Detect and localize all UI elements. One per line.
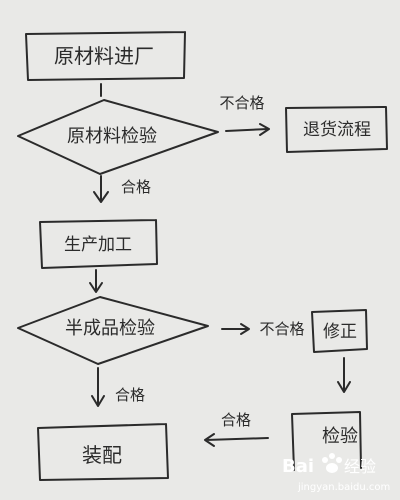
node-assembly: 装配 <box>37 423 169 481</box>
node-raw-material-in-label: 原材料进厂 <box>54 44 154 68</box>
node-production: 生产加工 <box>39 219 158 269</box>
edge-fail-semi-label: 不合格 <box>259 320 304 338</box>
node-raw-material-check-label: 原材料检验 <box>67 126 157 147</box>
edge-semi-fail: 不合格 <box>221 320 305 338</box>
edge-repair-to-recheck <box>337 357 351 393</box>
watermark-brand-suffix: 经验 <box>344 457 376 476</box>
paw-logo-icon <box>322 453 342 473</box>
node-recheck: 检验 <box>291 411 362 471</box>
node-recheck-label: 检验 <box>322 426 358 447</box>
node-assembly-label: 装配 <box>82 443 122 467</box>
edge-semi-pass: 合格 <box>91 367 145 407</box>
watermark: Bai 经验 jingyan.baidu.com <box>282 453 390 493</box>
edge-fail-label: 不合格 <box>219 94 264 112</box>
node-raw-material-check: 原材料检验 <box>17 99 219 175</box>
edge-pass-recheck-label: 合格 <box>221 411 251 429</box>
node-return-process: 退货流程 <box>285 106 388 153</box>
node-repair-label: 修正 <box>323 322 357 342</box>
edge-pass-raw-label: 合格 <box>121 178 151 196</box>
edge-production-to-semi <box>89 269 103 293</box>
watermark-brand: Bai <box>282 456 314 477</box>
edge-check-fail: 不合格 <box>219 94 270 136</box>
edge-recheck-pass: 合格 <box>204 411 269 447</box>
node-production-label: 生产加工 <box>64 235 132 255</box>
node-semi-check: 半成品检验 <box>17 296 209 365</box>
edge-check-pass: 合格 <box>93 175 151 203</box>
watermark-url: jingyan.baidu.com <box>297 482 390 493</box>
edge-pass-semi-label: 合格 <box>115 386 145 404</box>
node-return-process-label: 退货流程 <box>303 120 371 140</box>
node-semi-check-label: 半成品检验 <box>65 318 155 339</box>
node-raw-material-in: 原材料进厂 <box>25 31 186 81</box>
node-repair: 修正 <box>311 309 368 353</box>
